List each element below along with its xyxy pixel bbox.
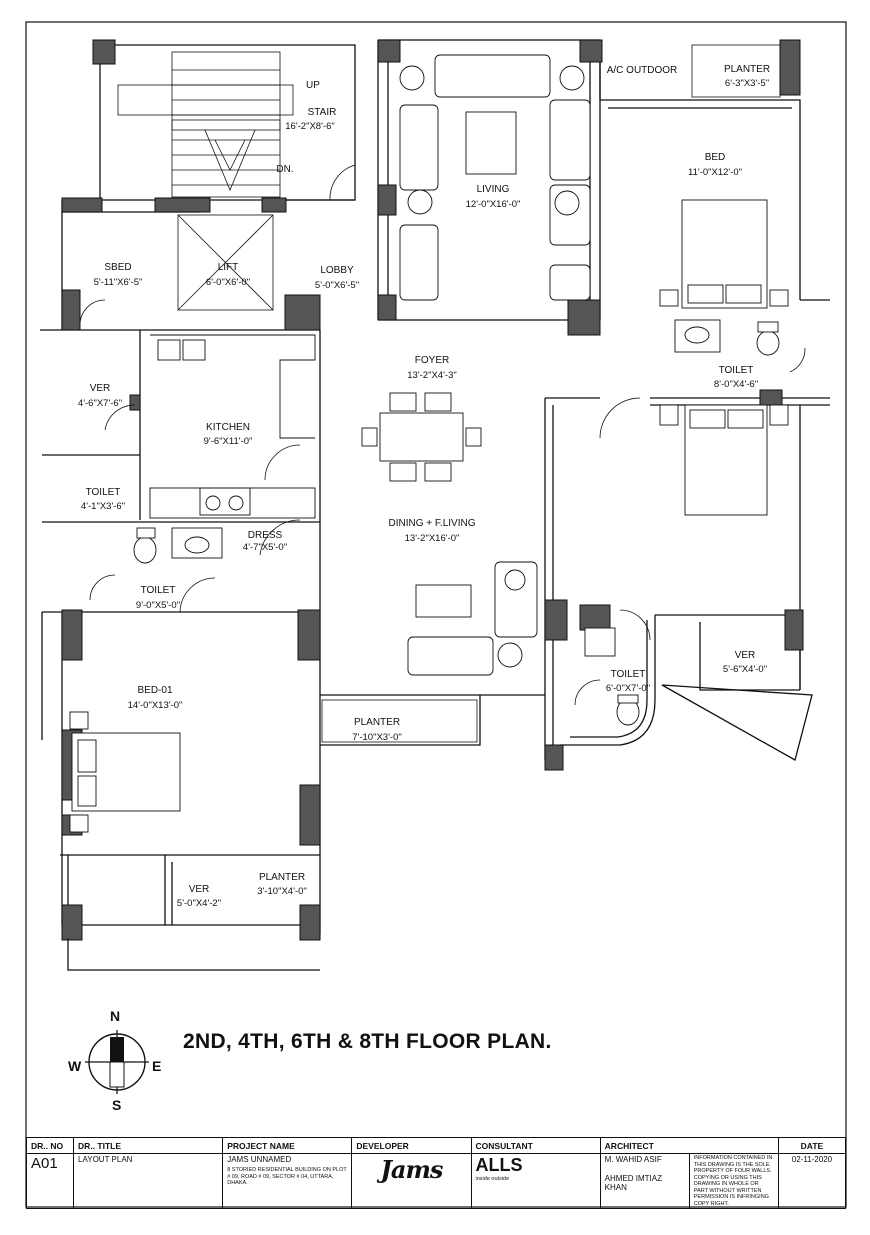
label-planter-tr: PLANTER — [724, 64, 770, 75]
label-toilet-bottom: TOILET — [611, 669, 646, 680]
dim-toilet-right: 8'-0"X4'-6" — [714, 379, 758, 390]
toilet-right-fixtures — [674, 319, 780, 356]
label-toilet-left: TOILET — [141, 585, 176, 596]
stair — [117, 51, 294, 198]
cell-notice: INFORMATION CONTAINED IN THIS DRAWING IS… — [688, 1153, 779, 1209]
dim-ver-bottom: 5'-0"X4'-2" — [177, 898, 221, 909]
dim-planter-tr: 6'-3"X3'-5" — [725, 78, 769, 89]
planters — [321, 44, 781, 743]
compass-s: S — [112, 1097, 122, 1113]
cell-drtitle: LAYOUT PLAN — [73, 1153, 224, 1209]
label-kitchen: KITCHEN — [206, 422, 250, 433]
drno-value: A01 — [31, 1155, 58, 1172]
dim-dining: 13'-2"X16'-0" — [405, 533, 460, 544]
project-name: JAMS UNNAMED — [227, 1155, 292, 1164]
label-dn: DN. — [276, 164, 293, 175]
label-planter-mid: PLANTER — [354, 717, 400, 728]
consultant-tag: inside outside — [475, 1176, 510, 1182]
label-sbed: SBED — [104, 262, 131, 273]
dim-bed-tr: 11'-0"X12'-0" — [688, 167, 742, 178]
label-toilet-kitchen: TOILET — [86, 487, 121, 498]
hd-date: DATE — [777, 1137, 847, 1154]
label-bed-tr: BED — [705, 152, 726, 163]
bed-middle-right-furniture — [659, 404, 789, 516]
cell-architect: M. WAHID ASIF AHMED IMTIAZ KHAN — [599, 1153, 690, 1209]
label-toilet-right: TOILET — [719, 365, 754, 376]
cell-drno: A01 — [25, 1153, 75, 1209]
copyright-notice: INFORMATION CONTAINED IN THIS DRAWING IS… — [693, 1155, 773, 1207]
label-dining: DINING + F.LIVING — [389, 518, 476, 529]
dim-dress: 4'-7"X5'-0" — [243, 542, 287, 553]
label-living: LIVING — [477, 184, 510, 195]
dim-sbed: 5'-11"X6'-5" — [94, 277, 143, 288]
dim-planter-bottom: 3'-10"X4'-0" — [257, 886, 306, 897]
architect-1: M. WAHID ASIF — [604, 1155, 662, 1164]
room-labels: UP STAIR 16'-2"X8'-6" DN. LIVING 12'-0"X… — [78, 64, 770, 909]
compass-n: N — [110, 1008, 121, 1024]
hd-drtitle: DR.. TITLE — [73, 1137, 224, 1154]
date-value: 02-11-2020 — [791, 1155, 833, 1164]
consultant-logo: ALLS — [475, 1155, 523, 1175]
bed-top-right-furniture — [659, 199, 789, 309]
dim-toilet-left: 9'-0"X5'-0" — [136, 600, 180, 611]
dim-bed-01: 14'-0"X13'-0" — [128, 700, 183, 711]
hd-developer: DEVELOPER — [351, 1137, 472, 1154]
dim-ver-left: 4'-6"X7'-6" — [78, 398, 122, 409]
compass-e: E — [152, 1058, 162, 1074]
label-ver-left: VER — [90, 383, 111, 394]
plan-title: 2ND, 4TH, 6TH & 8TH FLOOR PLAN. — [183, 1030, 552, 1053]
cell-developer: Jams — [351, 1153, 472, 1209]
dim-ver-right: 5'-6"X4'-0" — [723, 664, 767, 675]
label-ac-outdoor: A/C OUTDOOR — [607, 65, 678, 76]
architect-2: AHMED IMTIAZ KHAN — [604, 1174, 663, 1192]
dim-lobby: 5'-0"X6'-5" — [315, 280, 359, 291]
dining-table — [361, 392, 482, 482]
hd-consultant: CONSULTANT — [470, 1137, 601, 1154]
dim-toilet-bottom: 6'-0"X7'-0" — [606, 683, 650, 694]
kitchen-fixtures — [149, 334, 316, 519]
hd-drno: DR.. NO — [25, 1137, 75, 1154]
hd-project: PROJECT NAME — [222, 1137, 353, 1154]
living-furniture — [399, 54, 591, 301]
cell-date: 02-11-2020 — [777, 1153, 847, 1209]
label-dress: DRESS — [248, 530, 283, 541]
lift — [177, 214, 274, 311]
toilet-left-fixtures — [133, 527, 223, 564]
dim-toilet-kitchen: 4'-1"X3'-6" — [81, 501, 125, 512]
label-stair: STAIR — [308, 107, 337, 118]
label-lobby: LOBBY — [320, 265, 354, 276]
hd-architect: ARCHITECT — [599, 1137, 779, 1154]
cell-consultant: ALLS inside outside — [470, 1153, 601, 1209]
dim-living: 12'-0"X16'-0" — [466, 199, 521, 210]
toilet-bottom-fixtures — [584, 627, 640, 726]
developer-logo: Jams — [380, 1155, 444, 1184]
project-desc: 8 STORIED RESIDENTIAL BUILDING ON PLOT #… — [227, 1167, 347, 1186]
label-ver-right: VER — [735, 650, 756, 661]
dim-planter-mid: 7'-10"X3'-0" — [352, 732, 401, 743]
dim-stair: 16'-2"X8'-6" — [285, 121, 334, 132]
label-foyer: FOYER — [415, 355, 449, 366]
dim-kitchen: 9'-6"X11'-0" — [204, 436, 253, 447]
label-lift: LIFT — [218, 262, 239, 273]
door-swings — [79, 164, 806, 706]
title-block: DR.. NO DR.. TITLE PROJECT NAME DEVELOPE… — [25, 1137, 847, 1209]
label-ver-bottom: VER — [189, 884, 210, 895]
cell-project: JAMS UNNAMED 8 STORIED RESIDENTIAL BUILD… — [222, 1153, 353, 1209]
label-planter-bottom: PLANTER — [259, 872, 305, 883]
dim-lift: 6'-0"X6'-0" — [206, 277, 250, 288]
projection-line — [67, 938, 320, 971]
label-up: UP — [306, 80, 320, 91]
dim-foyer: 13'-2"X4'-3" — [407, 370, 456, 381]
drtitle-value: LAYOUT PLAN — [78, 1155, 133, 1164]
north-compass — [85, 1030, 149, 1094]
label-bed-01: BED-01 — [137, 685, 172, 696]
family-living-furniture — [407, 561, 538, 676]
bed-01-furniture — [69, 711, 181, 833]
compass-w: W — [68, 1058, 82, 1074]
